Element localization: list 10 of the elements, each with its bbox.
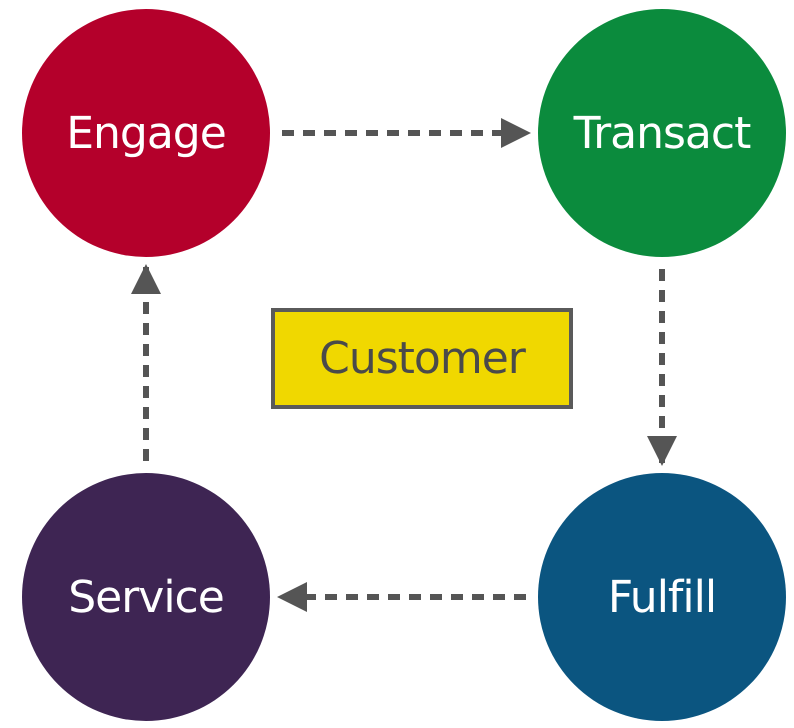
- stage-label: Engage: [66, 108, 226, 158]
- dashed-arrow: [277, 582, 526, 612]
- center-label-box: [271, 308, 573, 409]
- stage-label: Service: [68, 572, 224, 622]
- stage-label: Fulfill: [608, 572, 716, 622]
- stage-label: Transact: [574, 108, 750, 158]
- dashed-arrow: [282, 118, 531, 148]
- stage-label: Customer: [319, 333, 525, 384]
- dashed-arrow: [131, 264, 161, 461]
- dashed-arrow: [647, 269, 677, 466]
